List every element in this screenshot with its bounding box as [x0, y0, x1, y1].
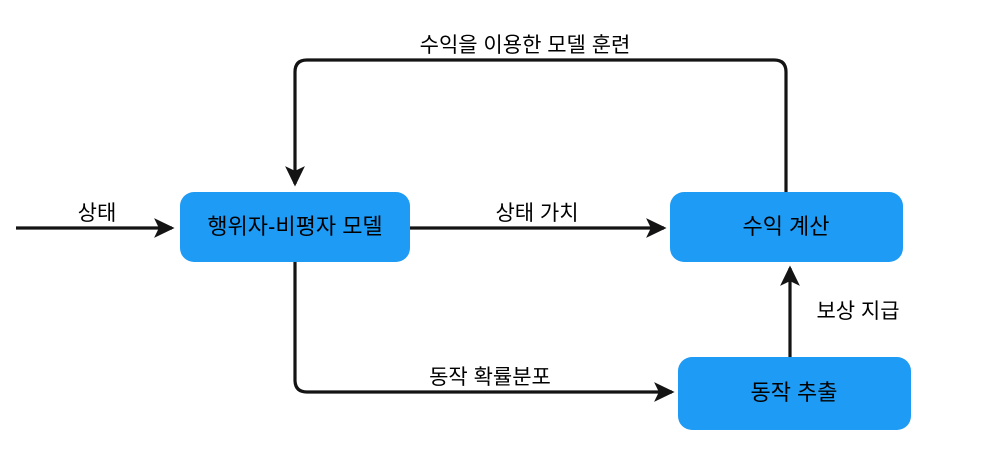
- edge-label-train-model-with-return: 수익을 이용한 모델 훈련: [420, 34, 631, 57]
- node-actor-critic-model-shape: [180, 192, 410, 262]
- edge-action-probability-distribution: [293, 262, 675, 402]
- node-actor-critic-model-label: 행위자-비평자 모델: [207, 214, 382, 239]
- node-return-computation-shape: [670, 192, 903, 262]
- node-action-sampling-label: 동작 추출: [750, 380, 837, 405]
- edge-train-model-with-return: [285, 58, 788, 192]
- node-return-computation[interactable]: 수익 계산: [670, 192, 903, 262]
- edge-label-action-probability-distribution: 동작 확률분포: [429, 366, 551, 389]
- node-return-computation-label: 수익 계산: [742, 214, 829, 239]
- edge-label-state-value: 상태 가치: [495, 202, 578, 225]
- edge-label-reward-payout: 보상 지급: [816, 300, 899, 323]
- node-action-sampling[interactable]: 동작 추출: [678, 357, 911, 430]
- edge-label-state-input: 상태: [78, 202, 117, 225]
- node-actor-critic-model[interactable]: 행위자-비평자 모델: [180, 192, 410, 262]
- node-action-sampling-shape: [678, 357, 911, 430]
